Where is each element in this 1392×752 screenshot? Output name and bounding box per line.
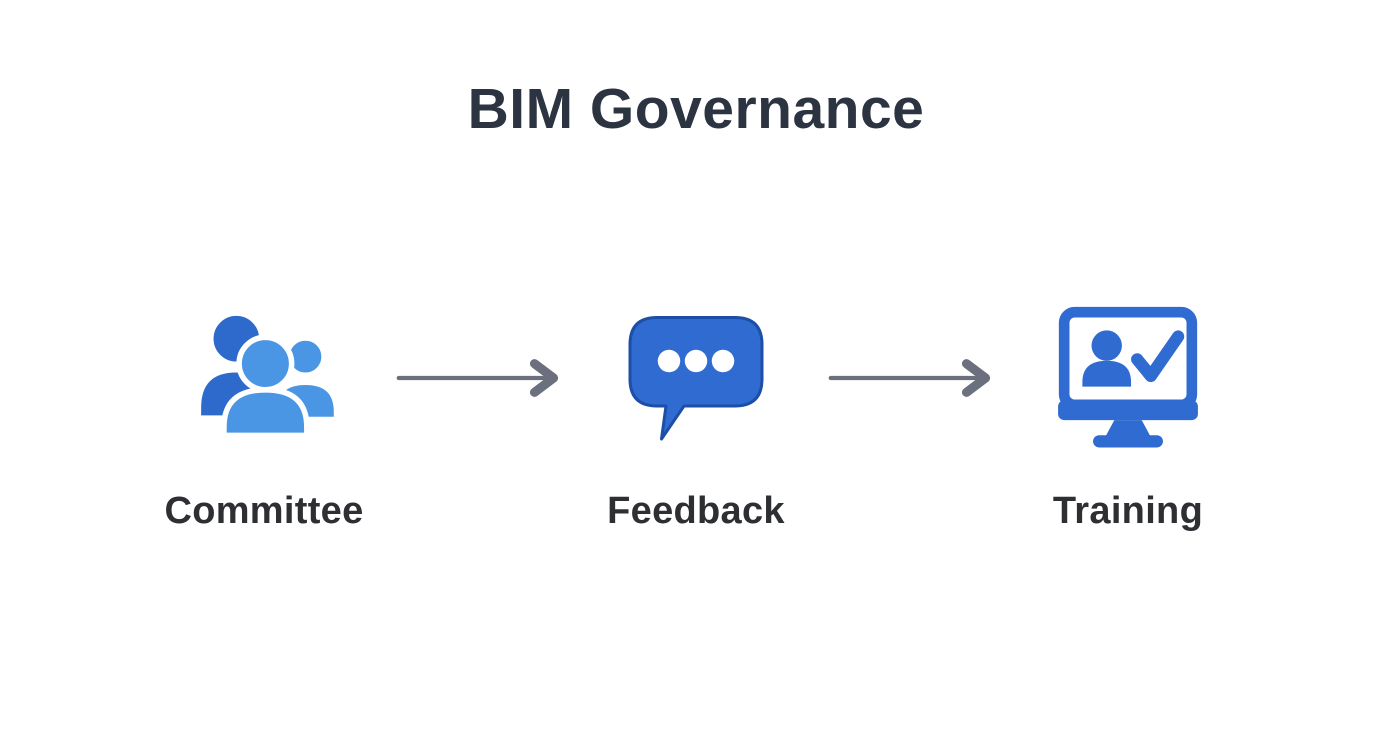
page-title: BIM Governance: [467, 77, 925, 141]
flow-row: Committee Feedback: [0, 300, 1392, 533]
speech-bubble-icon: [621, 300, 771, 452]
node-label-feedback: Feedback: [607, 490, 785, 532]
arrow-committee-to-feedback: [394, 356, 566, 400]
monitor-check-icon-svg: [1058, 306, 1198, 448]
flow-node-feedback: Feedback: [566, 300, 826, 533]
people-group-icon-svg: [196, 311, 338, 439]
node-label-training: Training: [1052, 490, 1204, 532]
flow-node-training: Training: [998, 300, 1258, 533]
speech-bubble-icon-svg: [628, 316, 764, 441]
node-label-committee: Committee: [164, 490, 364, 532]
arrow-right-icon: [828, 359, 991, 397]
flow-node-committee: Committee: [134, 300, 394, 533]
monitor-check-icon: [1052, 300, 1204, 452]
arrow-feedback-to-training: [826, 356, 998, 400]
people-group-icon: [188, 300, 340, 452]
arrow-right-icon: [396, 359, 559, 397]
